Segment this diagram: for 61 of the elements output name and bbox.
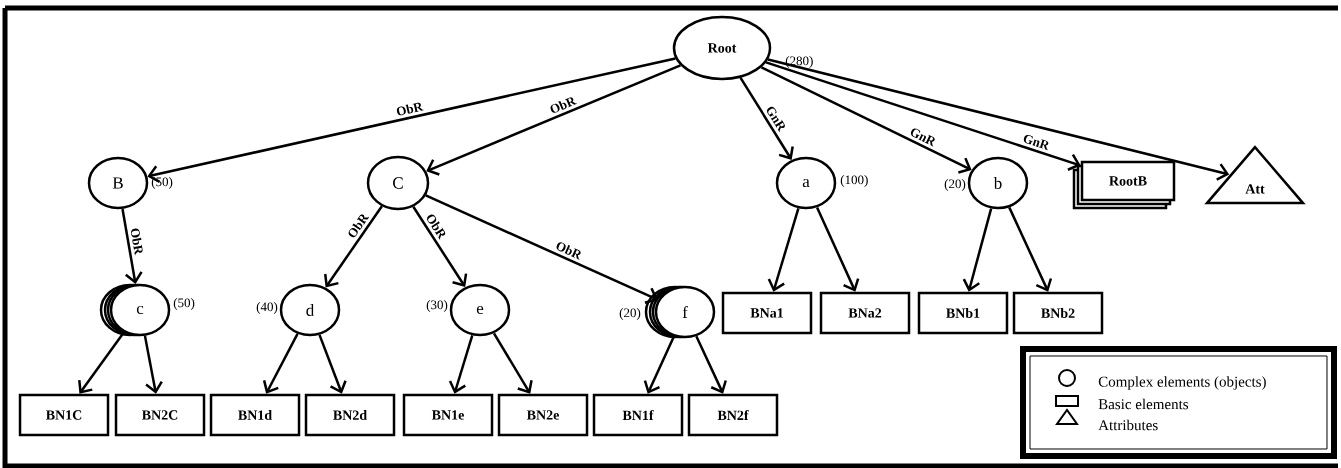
arrow	[492, 332, 533, 394]
edge-label: GnR	[1020, 132, 1052, 152]
rectangle-node: BN1C	[18, 393, 110, 437]
count-label: (50)	[151, 177, 173, 189]
count-label: (40)	[256, 302, 278, 314]
arrow	[962, 208, 993, 292]
legend-text: Attributes	[1098, 419, 1158, 431]
legend-text: Complex elements (objects)	[1098, 376, 1266, 390]
arrow	[767, 208, 800, 292]
edge-label: ObR	[553, 239, 585, 262]
edge-label: ObR	[129, 226, 145, 257]
arrow	[426, 64, 681, 176]
rectangle-node: BNa2	[819, 291, 911, 335]
arrow	[143, 335, 163, 394]
rectangle-node: BNb2	[1012, 291, 1104, 335]
rectangle-node: BN1d	[209, 393, 301, 437]
arrow	[412, 206, 468, 288]
arrow	[147, 57, 676, 183]
edge-label: ObR	[547, 94, 579, 116]
arrow	[318, 334, 347, 394]
circle-node: C	[366, 155, 430, 211]
count-label: (50)	[173, 298, 195, 310]
arrow	[760, 66, 972, 174]
rectangle-node: BN1f	[592, 393, 684, 437]
arrow	[765, 61, 1081, 171]
circle-node: a	[775, 156, 837, 210]
arrow	[324, 205, 383, 288]
arrow	[739, 77, 794, 160]
count-label: (20)	[619, 308, 641, 320]
circle-node: b	[967, 156, 1029, 210]
count-label: (20)	[944, 179, 966, 191]
stacked-rectangle-node: RootB	[1072, 160, 1176, 210]
rectangle-node: BN2C	[114, 393, 206, 437]
arrow	[425, 194, 659, 304]
circle-node: d	[279, 283, 341, 337]
count-label: (30)	[426, 300, 448, 312]
count-label: (100)	[840, 175, 868, 187]
arrow	[643, 335, 675, 394]
count-label: (280)	[785, 56, 813, 68]
arrow	[262, 333, 299, 394]
rectangle-node: BN2e	[497, 393, 589, 437]
edge-label: ObR	[394, 100, 425, 118]
rectangle-node: BNa1	[721, 291, 813, 335]
arrow	[815, 206, 860, 292]
ellipse-node: Root	[672, 15, 772, 81]
arrow	[695, 335, 727, 394]
rectangle-node: BNb1	[917, 291, 1009, 335]
stacked-circle-node: f	[644, 285, 716, 339]
rectangle-node: BN1e	[402, 393, 494, 437]
circle-node: e	[449, 283, 511, 337]
arrow	[767, 58, 1230, 181]
edge-label: GnR	[907, 125, 939, 148]
arrow	[78, 331, 125, 394]
circle-node: B	[87, 156, 149, 210]
arrow	[1008, 206, 1053, 292]
rectangle-node: BN2d	[304, 393, 396, 437]
stacked-circle-node: c	[99, 283, 171, 337]
arrow	[121, 208, 143, 285]
rectangle-node: BN2f	[687, 393, 779, 437]
legend-text: Basic elements	[1098, 398, 1189, 410]
arrow	[448, 335, 474, 394]
